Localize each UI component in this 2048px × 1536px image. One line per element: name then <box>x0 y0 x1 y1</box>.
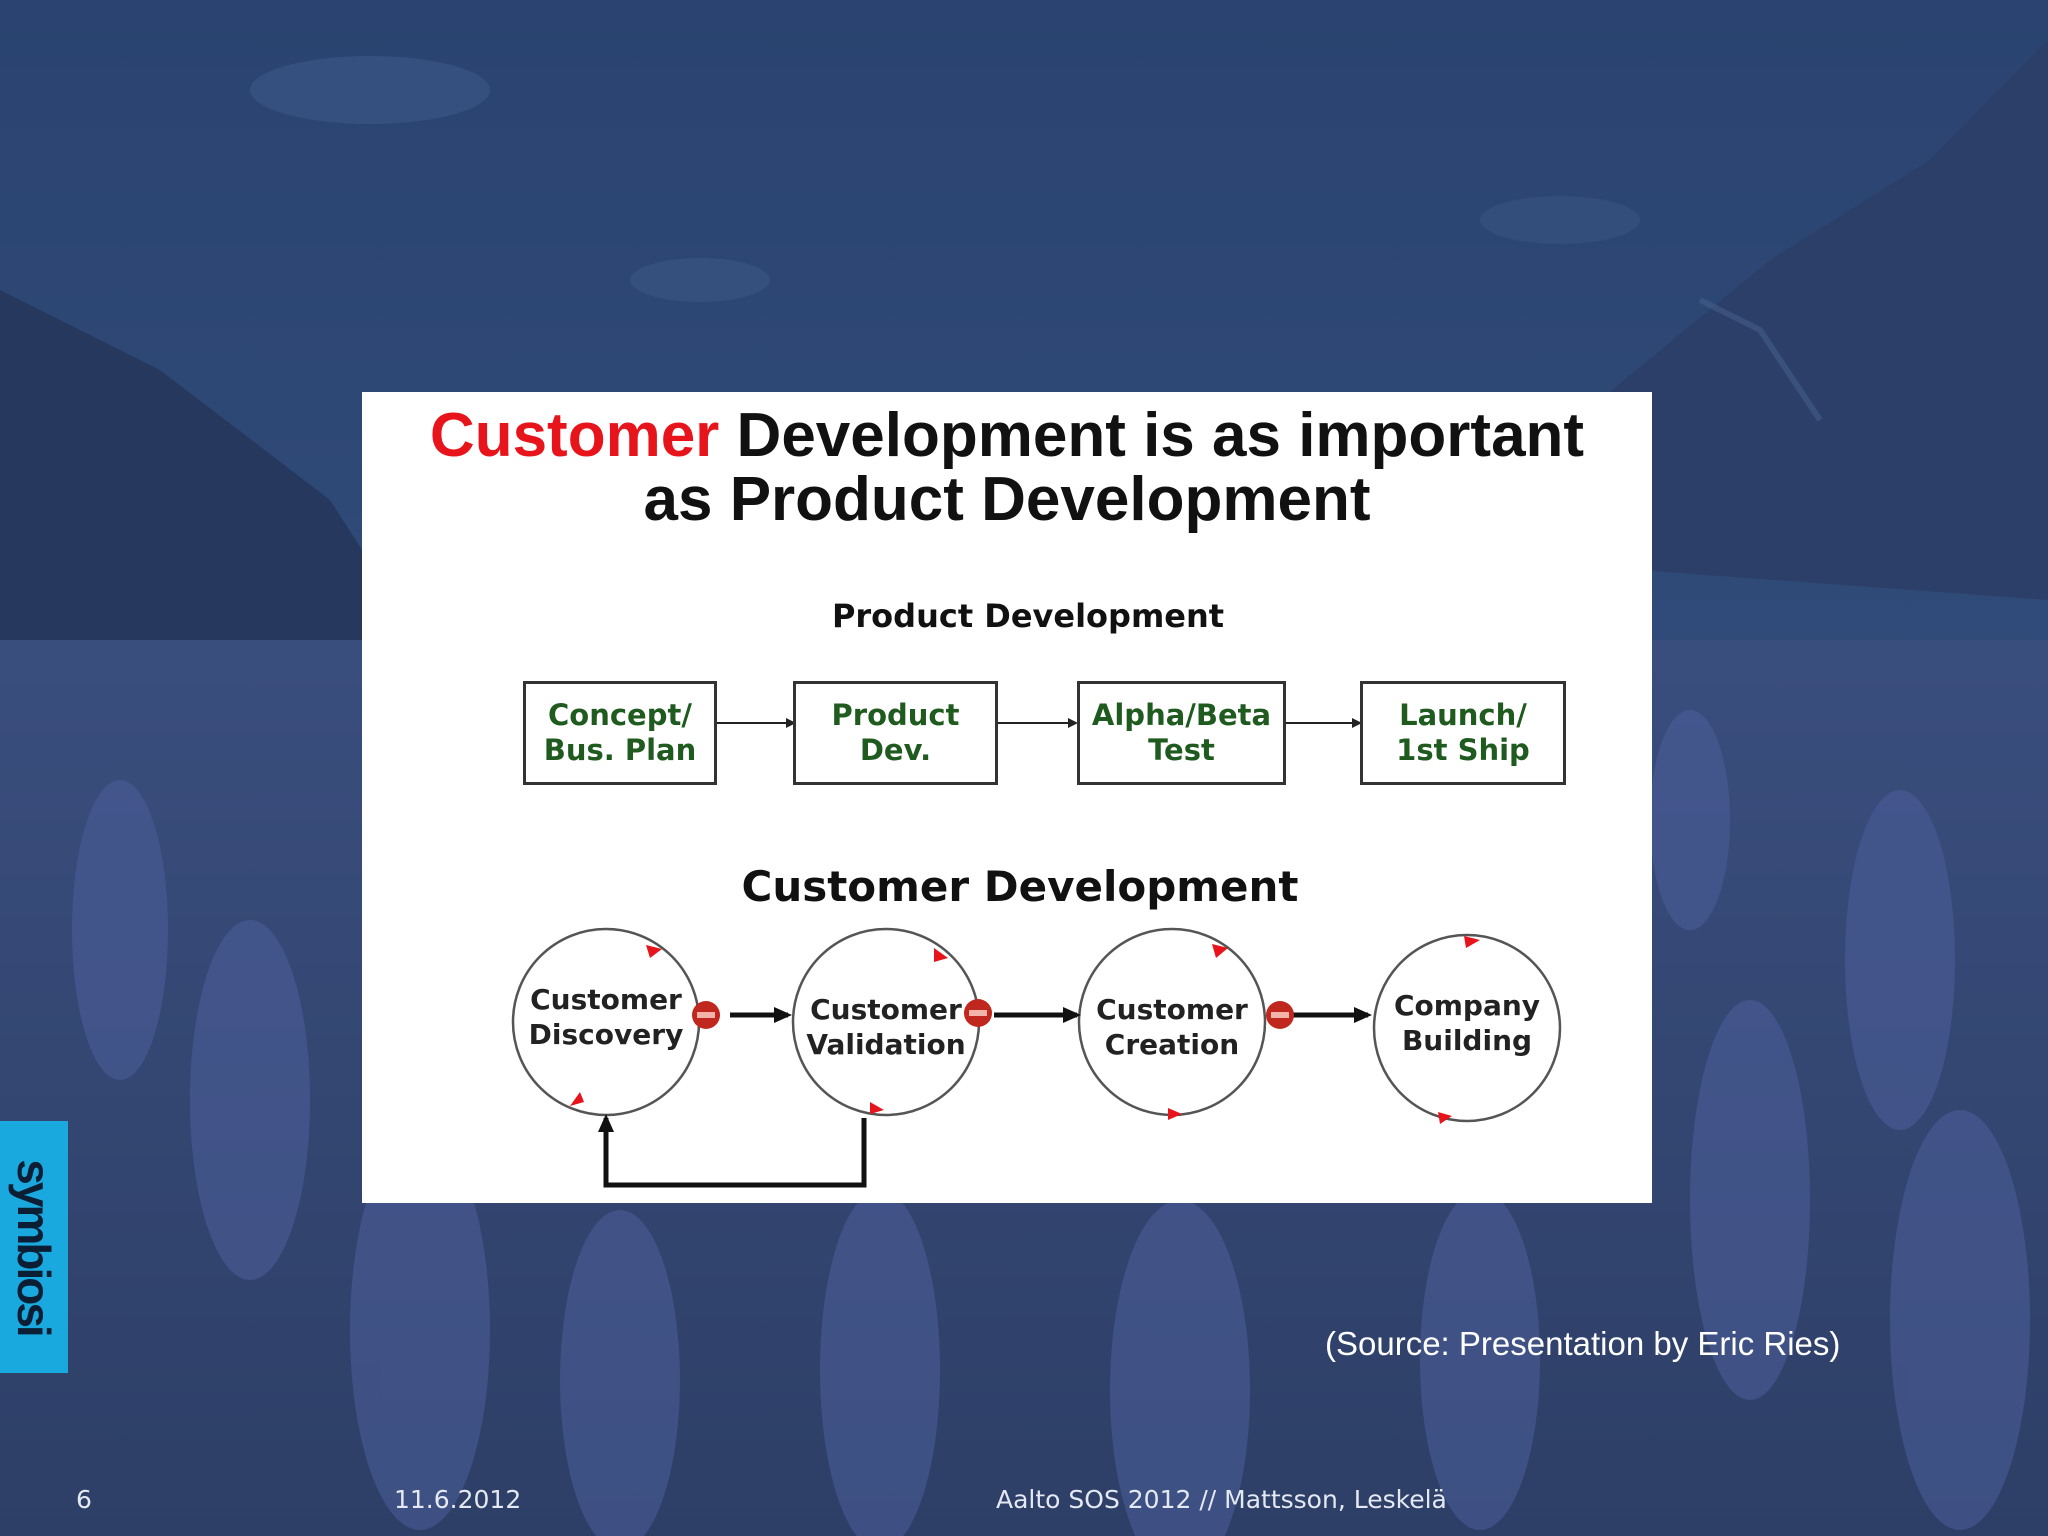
logo-text: symbiosi <box>8 1159 60 1335</box>
footer-date: 11.6.2012 <box>394 1485 522 1514</box>
cd-step-discovery: Customer Discovery <box>528 983 684 1051</box>
cd-step-building: Company Building <box>1393 989 1541 1057</box>
pd-step-product-dev: Product Dev. <box>793 681 998 785</box>
figure-title-rest: Development is as important <box>719 401 1585 470</box>
footer-conference: Aalto SOS 2012 // Mattsson, Leskelä <box>996 1485 1447 1514</box>
symbiosi-logo: symbiosi <box>0 1121 68 1373</box>
pd-step-concept: Concept/ Bus. Plan <box>523 681 717 785</box>
pd-step-alpha-beta: Alpha/Beta Test <box>1077 681 1286 785</box>
product-development-label: Product Development <box>831 597 1225 635</box>
source-caption: (Source: Presentation by Eric Ries) <box>1325 1325 1841 1362</box>
cd-step-validation: Customer Validation <box>806 993 966 1061</box>
cd-circle-building <box>1372 933 1562 1123</box>
figure-title-accent: Customer <box>429 401 720 470</box>
stop-sign-icon <box>692 1001 720 1029</box>
figure-title-line-2: as Product Development <box>643 465 1371 534</box>
footer-page-number: 6 <box>76 1485 92 1514</box>
pd-step-launch: Launch/ 1st Ship <box>1360 681 1566 785</box>
cycle-arrowheads <box>570 936 1480 1124</box>
cd-feedback-loop <box>598 1114 867 1188</box>
customer-development-label: Customer Development <box>741 862 1299 911</box>
diagram-panel: Customer Development is as important as … <box>362 392 1652 1203</box>
diagram-graphics <box>511 718 1562 1188</box>
cd-step-creation: Customer Creation <box>1096 993 1248 1061</box>
stop-sign-icon <box>964 999 992 1027</box>
stop-sign-icon <box>1266 1001 1294 1029</box>
figure-title-line-1: Customer Development is as important <box>362 404 1652 468</box>
